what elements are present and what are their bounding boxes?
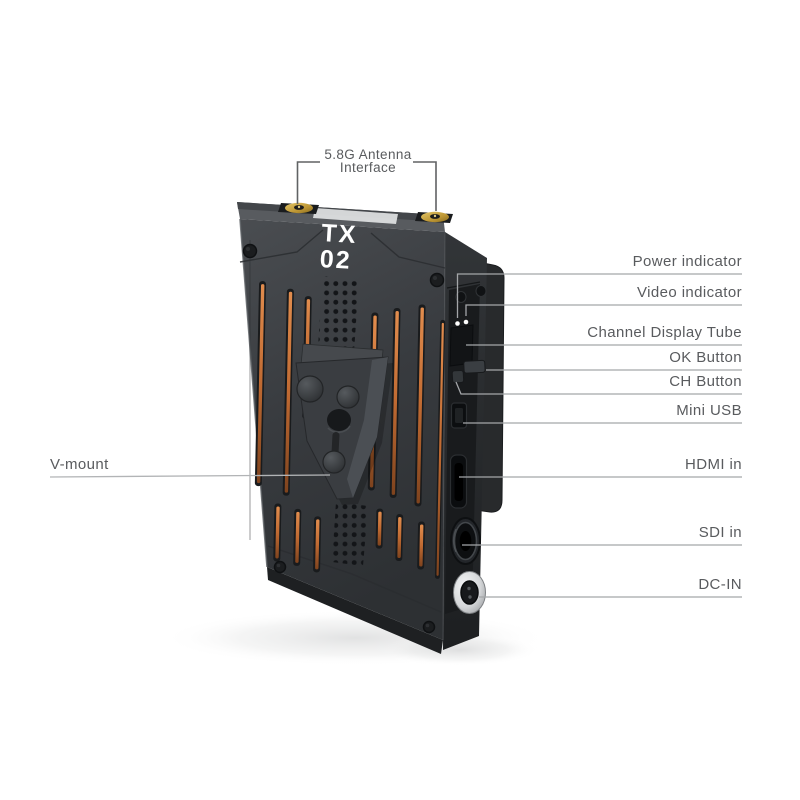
power-indicator-led <box>455 321 460 326</box>
label-antenna-interface-line1: 5.8G Antenna <box>324 147 412 162</box>
front-right-edge <box>442 231 446 641</box>
label-dc-in: DC-IN <box>698 576 742 593</box>
label-hdmi-in: HDMI in <box>685 456 742 473</box>
antenna-connector-right <box>415 211 453 223</box>
model-logo-line1: TX <box>321 219 359 249</box>
label-ok-button: OK Button <box>669 349 742 366</box>
leader-v-mount <box>49 474 331 478</box>
ok-button <box>463 359 486 374</box>
sdi-connector <box>450 517 481 565</box>
front-left-rim-light <box>239 218 268 568</box>
hole-grid-top <box>318 276 359 352</box>
leader-power-indicator <box>456 273 742 318</box>
v-lock-notch <box>327 409 351 431</box>
label-v-mount: V-mount <box>50 456 109 473</box>
model-logo-line2: 02 <box>319 245 352 275</box>
transmitter-device: TX 02 <box>237 202 505 654</box>
leader-ch-button <box>455 381 742 395</box>
label-antenna-interface: 5.8G Antenna Interface <box>298 147 438 175</box>
top-face-specular <box>313 208 398 224</box>
side-screw-hole <box>475 285 487 297</box>
hole-grid-bottom <box>332 502 368 566</box>
antenna-connector-left <box>278 202 319 214</box>
bottom-face <box>267 567 443 654</box>
leader-lines <box>49 161 742 598</box>
leader-antenna-right <box>413 161 437 211</box>
side-screw-hole <box>455 291 467 303</box>
model-logo: TX 02 <box>319 219 358 275</box>
leader-video-indicator <box>465 304 742 316</box>
ch-button <box>451 369 465 384</box>
label-ch-button: CH Button <box>669 373 742 390</box>
video-indicator-led <box>463 319 469 325</box>
corner-screws <box>242 243 445 634</box>
label-power-indicator: Power indicator <box>632 253 742 270</box>
v-mount-plate <box>295 343 393 505</box>
label-antenna-interface-line2: Interface <box>339 160 397 175</box>
label-sdi-in: SDI in <box>698 524 742 541</box>
label-channel-display-tube: Channel Display Tube <box>587 324 742 341</box>
plate-dome-screw <box>296 375 324 403</box>
label-video-indicator: Video indicator <box>637 284 742 301</box>
plate-dome-screw <box>322 450 346 474</box>
dc-in-connector <box>453 571 486 614</box>
plate-dome-screw <box>336 385 360 409</box>
v-lock-slot <box>331 432 340 457</box>
side-ports <box>446 281 487 614</box>
label-mini-usb: Mini USB <box>676 402 742 419</box>
leader-antenna-left <box>296 161 320 204</box>
